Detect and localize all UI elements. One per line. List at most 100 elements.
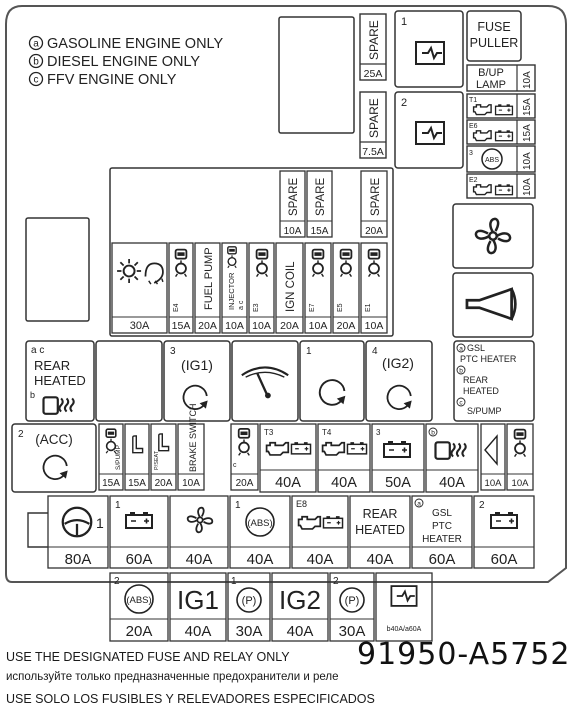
horn-relay[interactable] — [452, 272, 534, 338]
fuse-mark: E5 — [337, 303, 344, 312]
fuse-number: 2 — [333, 576, 339, 587]
fuse-lamp-10a[interactable]: 10A — [506, 423, 534, 491]
fuse-e7-10a[interactable]: E7 10A — [304, 242, 332, 334]
fuse-number: 3 — [376, 428, 381, 437]
empty-block-left — [25, 217, 90, 322]
small-fuse-abs-3[interactable]: 3 ABS 10A — [466, 145, 536, 173]
spare-label: SPARE — [315, 178, 327, 216]
fuse-abs-20a[interactable]: 2 (ABS) 20A — [109, 572, 169, 642]
fuse-amp: 20A — [365, 226, 383, 237]
relay-ptc-heater[interactable]: b40A/a60A — [375, 572, 433, 642]
relay-gsl-ptc-heater[interactable]: a GSL PTC HEATER b REAR HEATED c S/PUMP — [453, 340, 535, 422]
fuse-defrost-40a[interactable]: b 40A — [425, 423, 479, 493]
legend-mark-c: c — [34, 75, 39, 86]
fuse-e4-15a[interactable]: E4 15A — [168, 242, 194, 334]
abs-icon — [245, 507, 275, 537]
fuse-label: P/SEAT — [154, 450, 160, 470]
fuse-e8-40a[interactable]: E8 40A — [291, 495, 349, 569]
empty-block-top — [278, 16, 355, 134]
relay-ig1[interactable]: 3 (IG1) — [163, 340, 231, 422]
fuse-number: 1 — [96, 515, 104, 531]
parking-icon — [236, 587, 262, 613]
fuse-s-pump-15a[interactable]: S/PUMP 15A — [98, 423, 124, 491]
fuse-p-1-30a[interactable]: 1 (P) 30A — [227, 572, 271, 642]
relay-text-line-2: HEATED — [34, 373, 86, 388]
fuse-e1-10a[interactable]: E1 10A — [360, 242, 388, 334]
small-fuse-e6[interactable]: E6 15A — [466, 119, 536, 145]
fuse-battery-2-60a[interactable]: 2 60A — [473, 495, 535, 569]
spare-fuse-20a[interactable]: SPARE 20A — [360, 170, 388, 238]
fuse-lamp-20a[interactable]: c 20A — [230, 423, 259, 491]
fuse-e3-10a[interactable]: E3 10A — [248, 242, 275, 334]
battery-icon — [494, 129, 514, 142]
fuse-e5-20a[interactable]: E5 20A — [332, 242, 360, 334]
fuse-mark: a c — [238, 300, 245, 310]
battery-icon — [490, 511, 518, 529]
fuse-steering-80a[interactable]: 1 80A — [47, 495, 109, 569]
fuse-ac-30a[interactable]: 30A — [111, 242, 168, 334]
small-fuse-t1[interactable]: T1 15A — [466, 93, 536, 119]
fuse-amp: 40A — [185, 623, 212, 640]
fuse-fan-40a[interactable]: 40A — [169, 495, 229, 569]
fuse-t3-40a[interactable]: T3 40A — [259, 423, 317, 493]
abs-icon — [124, 584, 154, 614]
connector-tab — [27, 512, 48, 548]
spare-fuse-25a[interactable]: SPARE 25A — [359, 13, 387, 81]
fuse-amp: 20A — [280, 320, 299, 332]
relay-rear-heated[interactable]: a c REAR HEATED b — [25, 340, 95, 422]
fuse-label-heater: HEATER — [422, 534, 462, 545]
abs-label: ABS — [485, 157, 499, 164]
fuse-p-seat-20a[interactable]: P/SEAT 20A — [150, 423, 177, 491]
fuse-puller[interactable]: FUSE PULLER — [466, 10, 522, 62]
relay-1-top[interactable]: 1 — [394, 10, 464, 88]
relay-ig2[interactable]: 4 (IG2) — [365, 340, 433, 422]
spare-fuse-15a[interactable]: SPARE 15A — [306, 170, 333, 238]
defrost-icon — [42, 396, 76, 416]
fuse-t4-40a[interactable]: T4 40A — [317, 423, 371, 493]
spare-fuse-7-5a[interactable]: SPARE 7.5A — [359, 91, 387, 159]
lamp-icon — [255, 248, 269, 278]
fuse-label-line-1: REAR — [363, 507, 398, 521]
footer-line-english: USE THE DESIGNATED FUSE AND RELAY ONLY — [6, 650, 290, 664]
fuse-label: INJECTOR — [227, 272, 236, 310]
spare-label: SPARE — [370, 178, 382, 216]
fuse-abs-40a[interactable]: 1 (ABS) 40A — [229, 495, 291, 569]
fuse-ign-coil-20a[interactable]: IGN COIL 20A — [275, 242, 304, 334]
relay-1-mid[interactable]: 1 — [299, 340, 365, 422]
relay-text-ptc: PTC HEATER — [460, 354, 517, 364]
fuse-ig1-40a[interactable]: IG1 40A — [169, 572, 227, 642]
bup-lamp-fuse[interactable]: B/UP LAMP 10A — [466, 64, 536, 92]
fan-relay[interactable] — [452, 203, 534, 269]
fuse-seat-15a[interactable]: 15A — [124, 423, 150, 491]
relay-text-spump: S/PUMP — [467, 406, 502, 416]
fuse-fuel-pump-20a[interactable]: FUEL PUMP 20A — [194, 242, 221, 334]
fuse-battery-50a[interactable]: 3 50A — [371, 423, 425, 493]
fuse-brake-switch-10a[interactable]: BRAKE SWITCH 10A — [177, 403, 205, 491]
fuse-amp: 10A — [182, 478, 200, 489]
relay-mark-2: b — [30, 390, 35, 400]
fuse-number: 3 — [469, 150, 473, 157]
fuse-puller-line-1: FUSE — [477, 20, 510, 34]
fuse-amp: 10A — [365, 320, 384, 332]
fuse-rear-heated-40a[interactable]: REAR HEATED 40A — [349, 495, 411, 569]
relay-text-heated: HEATED — [463, 386, 499, 396]
relay-wiper[interactable] — [231, 340, 299, 422]
spare-label: SPARE — [367, 20, 381, 60]
fuse-mark: E1 — [365, 303, 372, 312]
fuse-amp: 10A — [512, 478, 530, 489]
fuse-number: a — [417, 501, 421, 508]
fuse-injector-10a[interactable]: INJECTOR a c 10A — [221, 242, 248, 334]
small-fuse-e2[interactable]: E2 10A — [466, 173, 536, 199]
fuse-horn-10a[interactable]: 10A — [480, 423, 506, 491]
fuse-battery-60a[interactable]: 1 60A — [109, 495, 169, 569]
fuse-ig2-40a[interactable]: IG2 40A — [271, 572, 329, 642]
relay-acc[interactable]: 2 (ACC) — [11, 423, 97, 493]
spare-fuse-10a[interactable]: SPARE 10A — [279, 170, 306, 238]
fuse-amp: 10A — [522, 71, 533, 89]
wiper-icon — [240, 366, 290, 400]
relay-empty[interactable] — [95, 340, 163, 422]
legend-mark-b: b — [33, 57, 39, 68]
relay-2-top[interactable]: 2 — [394, 91, 464, 169]
fuse-p-2-30a[interactable]: 2 (P) 30A — [329, 572, 375, 642]
fuse-gsl-ptc-60a[interactable]: a GSL PTC HEATER 60A — [411, 495, 473, 569]
